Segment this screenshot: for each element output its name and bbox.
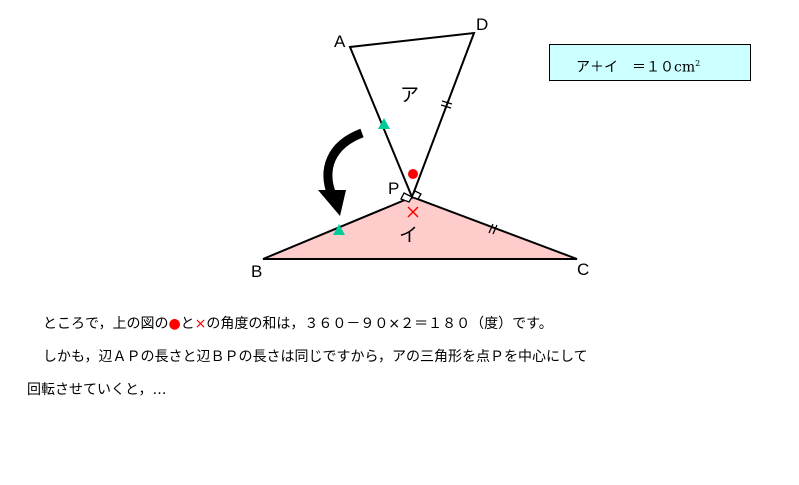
label-P: P <box>388 179 399 198</box>
triangle-a <box>348 31 476 200</box>
red-cross-angle-marker <box>407 206 419 218</box>
region-label-i: イ <box>399 224 418 246</box>
text-line-2: しかも，辺ＡＰの長さと辺ＢＰの長さは同じですから，アの三角形を点Ｐを中心にして <box>43 349 588 365</box>
text-segment: の角度の和は，３６０－９０×２＝１８０（度）です。 <box>206 316 553 332</box>
text-segment: ところで，上の図の <box>43 316 169 332</box>
formula-box: ア＋イ ＝１０cm2 <box>549 44 751 81</box>
text-line-3: 回転させていくと，… <box>27 382 167 398</box>
text-line-1: ところで，上の図の●と×の角度の和は，３６０－９０×２＝１８０（度）です。 <box>43 313 553 333</box>
label-C: C <box>577 260 589 279</box>
formula-text: ア＋イ ＝１０cm <box>576 59 696 76</box>
right-angle-markers <box>400 190 422 203</box>
equal-tick-marks <box>440 100 498 235</box>
triangle-i <box>262 195 578 260</box>
region-label-a: ア <box>400 84 419 106</box>
green-triangle-marker <box>378 118 390 129</box>
text-segment: と <box>180 316 195 332</box>
label-B: B <box>251 262 262 281</box>
rotation-arrow-icon <box>318 128 364 216</box>
red-dot-symbol: ● <box>168 316 181 332</box>
red-cross-symbol: × <box>194 316 207 332</box>
green-triangle-marker <box>333 224 345 235</box>
formula-superscript: 2 <box>695 59 701 68</box>
label-A: A <box>334 32 346 51</box>
label-D: D <box>476 15 488 34</box>
red-dot-angle-marker <box>408 169 418 179</box>
